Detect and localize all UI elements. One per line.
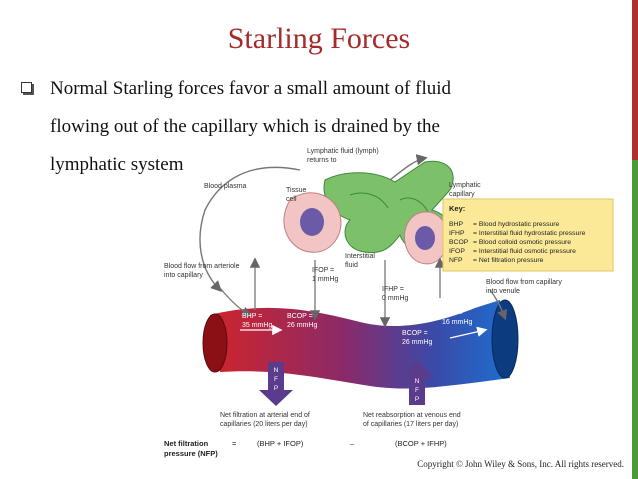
diagram-canvas: N F P N F P Lymphatic fluid (lymph) retu… — [164, 148, 614, 458]
blood-flow-out-label-2: into venule — [486, 288, 520, 295]
ifhp-label-2: 0 mmHg — [382, 295, 409, 302]
nfp-letter: N — [415, 378, 420, 385]
net-reabsorption-label-2: of capillaries (17 liters per day) — [363, 421, 458, 428]
key-def: = Interstitial fluid hydrostatic pressur… — [473, 230, 586, 237]
bhp-venous-label-2: 16 mmHg — [442, 319, 472, 326]
nfp-letter: F — [274, 376, 278, 383]
nfp-letter: N — [274, 367, 279, 374]
flow-arrow-right — [449, 326, 488, 339]
blood-plasma-label: Blood plasma — [204, 183, 247, 190]
tissue-cell-label-2: cell — [286, 196, 297, 203]
bcop-venous-label-2: 26 mmHg — [402, 339, 432, 346]
tissue-cell-right — [404, 211, 449, 265]
key-def: = Interstitial fluid osmotic pressure — [473, 248, 576, 255]
key-abbr: IFOP — [449, 248, 465, 255]
blood-out-arrow — [489, 289, 508, 321]
lymph-return-label-1: Lymphatic fluid (lymph) — [307, 148, 379, 155]
blood-flow-in-label-1: Blood flow from arteriole — [164, 263, 240, 270]
formula-minus: – — [350, 439, 355, 448]
bhp-arterial-label-2: 35 mmHg — [242, 322, 272, 329]
nfp-arrow-in: N F P — [400, 361, 434, 405]
bhp-venous-label-1: BHP = — [442, 310, 462, 317]
net-filtration-label-1: Net filtration at arterial end of — [220, 412, 310, 419]
bcop-arterial-label-2: 26 mmHg — [287, 322, 317, 329]
bhp-arterial-label-1: BHP = — [242, 313, 262, 320]
copyright-notice: Copyright © John Wiley & Sons, Inc. All … — [417, 459, 624, 469]
nfp-arrow-out: N F P — [259, 362, 293, 406]
key-def: = Blood colloid osmotic pressure — [473, 239, 571, 246]
interstitial-fluid-label-1: Interstitial — [345, 253, 375, 260]
key-heading: Key: — [449, 204, 465, 213]
lymph-to-top-arrow — [389, 154, 428, 181]
lymphatic-capillary-label-2: capillary — [449, 191, 475, 198]
bcop-venous-label-1: BCOP = — [402, 330, 428, 337]
starling-forces-diagram: N F P N F P Lymphatic fluid (lymph) retu… — [160, 140, 630, 470]
key-abbr: BHP — [449, 221, 463, 228]
nfp-letter: F — [415, 387, 419, 394]
formula-label-2: pressure (NFP) — [164, 449, 218, 458]
net-filtration-label-2: capillaries (20 liters per day) — [220, 421, 308, 428]
key-abbr: IFHP — [449, 230, 465, 237]
key-abbr: NFP — [449, 257, 463, 264]
nfp-letter: P — [274, 385, 278, 392]
lymphatic-capillary-label-1: Lymphatic — [449, 182, 481, 189]
formula-term-2: (BCOP + IFHP) — [395, 439, 447, 448]
bullet-item: Normal Starling forces favor a small amo… — [21, 70, 582, 184]
formula-label-1: Net filtration — [164, 439, 209, 448]
tissue-cell-left — [283, 192, 342, 253]
nfp-letter: P — [415, 396, 419, 403]
bullet-line-3: lymphatic system — [50, 154, 184, 175]
abbreviation-key: Key: BHP = Blood hydrostatic pressure IF… — [442, 198, 614, 272]
interstitial-fluid-label-2: fluid — [345, 262, 358, 269]
ifop-label-1: IFOP = — [312, 267, 334, 274]
bullet-square-icon — [21, 82, 32, 93]
key-def: = Net filtration pressure — [473, 257, 544, 264]
tissue-cell-label-1: Tissue — [286, 187, 306, 194]
lymph-return-label-2: returns to — [307, 157, 337, 164]
lymph-return-arrow — [199, 166, 301, 292]
blood-in-arrow — [219, 287, 253, 317]
slide-title: Starling Forces — [227, 22, 411, 55]
blood-flow-out-label-1: Blood flow from capillary — [486, 279, 562, 286]
ifhp-label-1: IFHP = — [382, 286, 404, 293]
bullet-line-2: flowing out of the capillary which is dr… — [50, 116, 440, 137]
bcop-arterial-label-1: BCOP = — [287, 313, 313, 320]
accent-bar-top — [632, 0, 638, 160]
key-abbr: BCOP — [449, 239, 469, 246]
net-reabsorption-label-1: Net reabsorption at venous end — [363, 412, 461, 419]
bullet-line-1: Normal Starling forces favor a small amo… — [50, 78, 452, 99]
nfp-formula: Net filtration pressure (NFP) = (BHP + I… — [164, 439, 447, 458]
formula-term-1: (BHP + IFOP) — [257, 439, 304, 448]
blood-flow-in-label-2: into capillary — [164, 272, 203, 279]
accent-bar-bottom — [632, 160, 638, 479]
formula-equals: = — [232, 439, 237, 448]
ifop-label-2: 1 mmHg — [312, 276, 339, 283]
key-def: = Blood hydrostatic pressure — [473, 221, 560, 228]
